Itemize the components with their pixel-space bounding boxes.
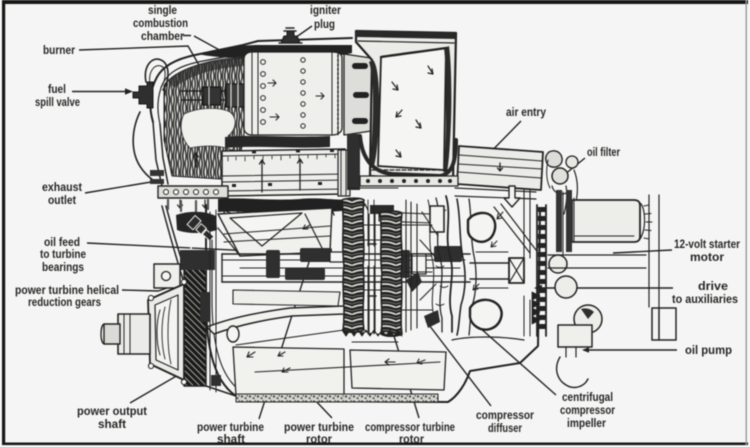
- svg-text:fuel: fuel: [48, 84, 66, 96]
- svg-text:exhaust: exhaust: [42, 182, 82, 194]
- svg-text:motor: motor: [690, 252, 725, 264]
- svg-text:bearings: bearings: [42, 262, 84, 274]
- svg-text:outlet: outlet: [48, 195, 76, 207]
- svg-text:combustion: combustion: [133, 18, 188, 30]
- svg-text:oil pump: oil pump: [685, 345, 732, 357]
- svg-text:to turbine: to turbine: [40, 249, 86, 261]
- svg-text:power output: power output: [77, 406, 147, 418]
- svg-text:rotor: rotor: [399, 434, 424, 446]
- svg-text:shaft: shaft: [98, 419, 126, 431]
- svg-text:chamber: chamber: [141, 31, 184, 43]
- svg-text:drive: drive: [698, 281, 728, 293]
- svg-text:plug: plug: [314, 19, 335, 31]
- svg-text:impeller: impeller: [567, 418, 606, 430]
- svg-text:power turbine: power turbine: [284, 422, 354, 434]
- svg-text:power turbine: power turbine: [197, 422, 264, 434]
- svg-text:rotor: rotor: [306, 434, 332, 446]
- svg-text:burner: burner: [43, 45, 75, 57]
- svg-text:single: single: [148, 5, 177, 17]
- svg-text:compressor turbine: compressor turbine: [365, 422, 455, 434]
- svg-text:oil filter: oil filter: [587, 147, 620, 159]
- svg-text:to auxiliaries: to auxiliaries: [672, 294, 738, 306]
- svg-text:air entry: air entry: [506, 107, 547, 119]
- svg-text:igniter: igniter: [310, 5, 341, 17]
- svg-text:reduction gears: reduction gears: [28, 297, 101, 309]
- svg-text:spill valve: spill valve: [35, 97, 80, 109]
- svg-text:compressor: compressor: [476, 410, 534, 422]
- svg-text:shaft: shaft: [217, 434, 245, 446]
- svg-text:centrifugal: centrifugal: [562, 392, 613, 404]
- svg-text:oil feed: oil feed: [44, 237, 80, 249]
- svg-text:diffuser: diffuser: [488, 423, 522, 435]
- svg-text:12-volt starter: 12-volt starter: [674, 239, 740, 251]
- svg-text:compressor: compressor: [560, 405, 615, 417]
- svg-text:power turbine helical: power turbine helical: [15, 285, 119, 297]
